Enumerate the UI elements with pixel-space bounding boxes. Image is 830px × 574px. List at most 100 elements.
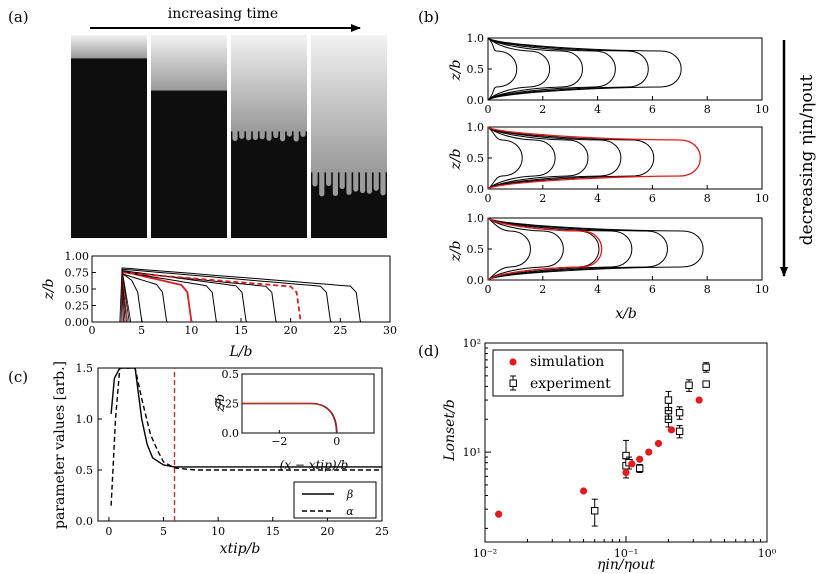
finger xyxy=(293,129,299,142)
simulation-point xyxy=(695,396,703,404)
legend-marker-experiment xyxy=(509,379,517,387)
experiment-point xyxy=(635,464,644,473)
x-tick-label: 0 xyxy=(485,192,492,205)
micrograph-frame xyxy=(151,35,227,238)
inset-x-tick-label: 0 xyxy=(333,435,340,448)
finger xyxy=(312,170,318,187)
x-tick-label: 25 xyxy=(375,525,389,538)
finger-profile xyxy=(487,37,649,101)
y-tick-label: 0.25 xyxy=(65,300,90,313)
experiment-point xyxy=(622,451,630,460)
x-axis-label: x/b xyxy=(615,306,637,322)
simulation-point xyxy=(636,455,644,463)
x-tick-label: 4 xyxy=(594,103,601,116)
y-tick-label: 0.50 xyxy=(65,283,90,296)
finger-profile xyxy=(487,37,584,101)
x-tick-label: 6 xyxy=(649,283,656,296)
finger-profile xyxy=(487,126,655,190)
finger-profile xyxy=(487,37,551,101)
finger xyxy=(326,170,332,187)
x-tick-label: 0 xyxy=(485,283,492,296)
axes-frame xyxy=(97,367,383,522)
x-tick-label: 10 xyxy=(755,283,769,296)
finger xyxy=(346,170,352,195)
y-axis-label-1: z/b xyxy=(448,59,464,81)
experiment-point xyxy=(702,363,710,371)
inset-y-tick-label: 0.0 xyxy=(222,427,240,440)
finger xyxy=(280,129,286,142)
simulation-point xyxy=(495,510,503,518)
finger xyxy=(252,129,258,141)
finger-profile xyxy=(487,217,704,281)
y-tick-label: 0.0 xyxy=(76,515,94,528)
finger xyxy=(373,170,379,191)
y-tick-label: 0.5 xyxy=(76,464,94,477)
chart-c: xtip/b parameter values [arb.] (x − xtip… xyxy=(52,361,389,557)
x-tick-label: 2 xyxy=(539,103,546,116)
panel-label-a: (a) xyxy=(8,8,29,26)
finger-profile xyxy=(487,126,701,190)
invading-fluid xyxy=(311,35,387,173)
y-tick-label: 1.0 xyxy=(467,32,485,45)
finger xyxy=(332,170,338,197)
experiment-point xyxy=(685,381,693,389)
experiment-point xyxy=(702,380,710,388)
invading-fluid xyxy=(71,35,147,59)
simulation-point xyxy=(628,460,636,468)
decreasing-label: decreasing ηin/ηout xyxy=(797,74,817,245)
finger xyxy=(360,170,366,194)
finger xyxy=(239,129,245,139)
finger-profile xyxy=(487,126,556,190)
y-axis-label-2: z/b xyxy=(448,148,464,170)
series-line xyxy=(110,368,382,468)
legend-label: β xyxy=(346,488,353,501)
panel-label-b: (b) xyxy=(418,8,439,26)
simulation-point xyxy=(579,487,588,495)
x-tick-label: 2 xyxy=(539,283,546,296)
legend-box xyxy=(293,481,377,519)
simulation-point xyxy=(622,468,630,477)
x-tick-label: 6 xyxy=(649,103,656,116)
x-tick-label: 10 xyxy=(211,525,225,538)
panel-label-d: (d) xyxy=(418,342,439,360)
x-axis-label: ηin/ηout xyxy=(597,557,655,573)
inset-x-label: (x − xtip)/b xyxy=(280,458,349,472)
profile-line xyxy=(121,268,332,323)
x-tick-label: 10⁻² xyxy=(473,547,497,560)
x-tick-label: 10 xyxy=(755,192,769,205)
inset-y-tick-label: 0.25 xyxy=(215,398,240,411)
experiment-point xyxy=(675,408,684,417)
x-tick-label: 8 xyxy=(704,192,711,205)
profile-line xyxy=(121,273,168,323)
chart-b: x/b z/b z/b z/b decreasing ηin/ηout 0.00… xyxy=(448,32,817,322)
finger xyxy=(232,129,238,141)
finger-profile xyxy=(487,217,668,281)
x-tick-label: 5 xyxy=(138,324,145,337)
x-tick-label: 30 xyxy=(383,324,397,337)
y-tick-label: 1.00 xyxy=(65,250,90,263)
finger-profile xyxy=(487,37,682,101)
finger xyxy=(246,129,252,141)
x-tick-label: 20 xyxy=(320,525,334,538)
y-tick-label: 0.5 xyxy=(467,152,485,165)
finger-profile xyxy=(487,126,622,190)
inset-x-tick-label: −2 xyxy=(271,435,287,448)
finger-profile xyxy=(487,217,531,281)
profile-line xyxy=(121,271,303,323)
profile-edge xyxy=(121,272,129,323)
experiment-point xyxy=(664,396,673,404)
y-axis-label-3: z/b xyxy=(448,240,464,262)
inset-profile-red xyxy=(242,403,338,434)
y-tick-label: 10¹ xyxy=(463,446,481,459)
legend-label-experiment: experiment xyxy=(530,376,611,392)
axes-frame xyxy=(91,255,391,323)
profile-edge xyxy=(121,269,130,323)
y-tick-label: 1.5 xyxy=(76,362,94,375)
y-tick-label: 0.5 xyxy=(467,243,485,256)
x-tick-label: 15 xyxy=(266,525,280,538)
profile-line xyxy=(121,270,248,323)
legend-label: α xyxy=(346,505,354,518)
finger xyxy=(353,170,359,192)
